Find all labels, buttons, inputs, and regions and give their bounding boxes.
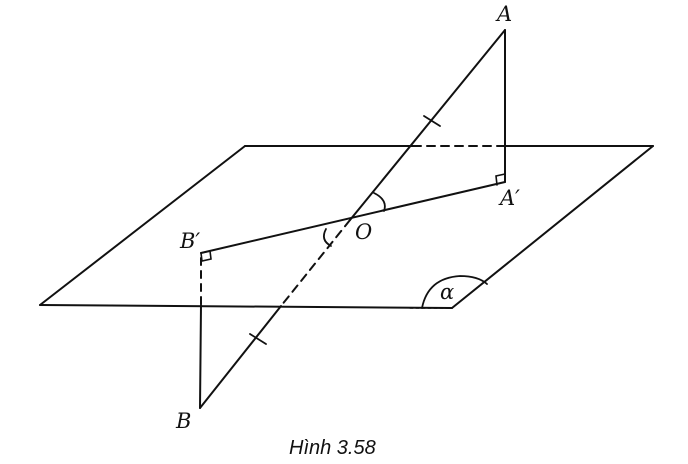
figure-caption: Hình 3.58 <box>289 437 376 459</box>
segment-plane-B <box>199 305 282 409</box>
label-B: B <box>176 409 192 433</box>
label-B-prime: B′ <box>180 229 201 253</box>
label-A-prime: A′ <box>500 186 520 210</box>
plane-left-edge <box>39 145 246 306</box>
segment-Aprime-Bprime <box>200 181 506 254</box>
segment-A-O <box>349 29 506 221</box>
tick-mark-OA <box>423 115 441 127</box>
angle-arc-alpha <box>421 275 488 309</box>
segment-O-plane-hidden <box>280 219 351 307</box>
segment-plane-B-vertical <box>199 304 202 409</box>
label-alpha: α <box>440 280 455 304</box>
tick-mark-OB <box>249 333 267 345</box>
label-O: O <box>355 220 373 244</box>
right-angle-mark-Aprime <box>495 173 506 186</box>
plane-right-edge <box>451 145 654 309</box>
angle-arc-BOBprime <box>322 228 332 247</box>
right-angle-mark-Bprime <box>200 250 212 262</box>
plane-bottom-edge <box>39 304 453 309</box>
label-A: A <box>497 2 513 26</box>
angle-arc-AOAprime <box>373 192 386 212</box>
